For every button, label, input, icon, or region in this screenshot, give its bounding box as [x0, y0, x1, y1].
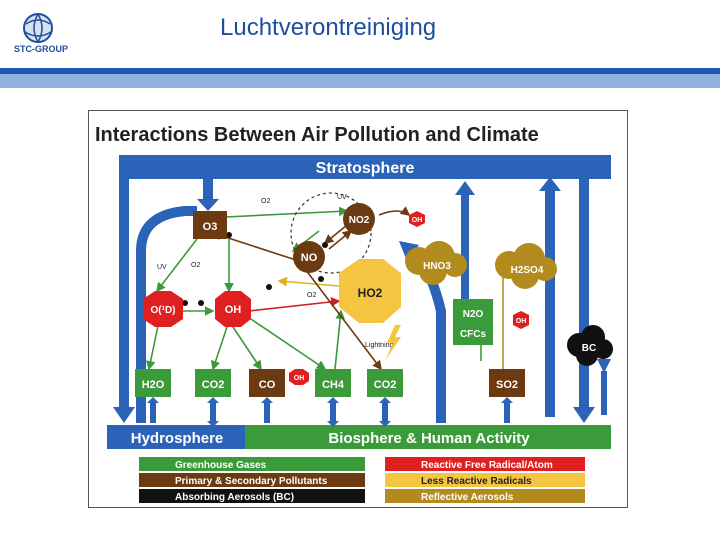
- label-uv-top: UV: [337, 194, 347, 201]
- exchange-arrows: [147, 397, 513, 427]
- node-oh-top-label: OH: [412, 217, 423, 224]
- node-bc: [567, 325, 613, 366]
- node-h2o-label: H2O: [142, 379, 165, 391]
- legend-absorbing: Absorbing Aerosols (BC): [175, 492, 294, 503]
- node-hno3-label: HNO3: [423, 261, 451, 272]
- node-o3: [193, 211, 227, 239]
- legend-reflective: Reflective Aerosols: [421, 492, 514, 503]
- stc-group-logo: STC-GROUP: [8, 8, 88, 58]
- node-oh-top: [409, 211, 425, 227]
- node-ho2: [339, 259, 401, 323]
- hydrosphere-label: Hydrosphere: [131, 430, 224, 447]
- node-co2-a: [195, 369, 231, 397]
- node-no-label: NO: [301, 252, 318, 264]
- no-cycle-outline: [290, 192, 372, 274]
- node-ch4-label: CH4: [322, 379, 345, 391]
- reaction-arrows: [145, 206, 508, 371]
- node-ch4: [315, 369, 351, 397]
- stratosphere-label: Stratosphere: [316, 160, 415, 177]
- globe-icon: [23, 13, 53, 43]
- lightning-icon: [385, 325, 401, 361]
- node-o1d-label: O(¹D): [151, 305, 176, 316]
- page-title: Luchtverontreiniging: [220, 14, 437, 41]
- node-oh-small-label: OH: [294, 375, 305, 382]
- label-o2-left: O2: [191, 262, 200, 269]
- node-co2-b-label: CO2: [374, 379, 397, 391]
- header-bar-light: [0, 74, 720, 88]
- node-co2-b: [367, 369, 403, 397]
- node-oh-mid: [215, 291, 251, 327]
- node-bc-label: BC: [582, 343, 596, 354]
- node-oh-small: [289, 369, 309, 385]
- label-uv-left: UV: [157, 264, 167, 271]
- header-bar: [0, 68, 720, 74]
- node-so2-label: SO2: [496, 379, 518, 391]
- label-lightning: Lightning: [365, 342, 394, 349]
- node-co2-a-label: CO2: [202, 379, 225, 391]
- node-oh-mid-label: OH: [225, 304, 242, 316]
- legend-reactive: Reactive Free Radical/Atom: [421, 460, 553, 471]
- label-o2-top: O2: [261, 198, 270, 205]
- legend: Greenhouse Gases Primary & Secondary Pol…: [139, 457, 585, 503]
- legend-greenhouse: Greenhouse Gases: [175, 460, 267, 471]
- node-co: [249, 369, 285, 397]
- node-cfcs-label: CFCs: [460, 329, 487, 340]
- hydrosphere-bar: [107, 425, 245, 449]
- node-no2: [343, 203, 375, 235]
- node-co-label: CO: [259, 379, 276, 391]
- node-h2o: [135, 369, 171, 397]
- node-oh-right: [513, 311, 529, 329]
- node-hno3: [405, 241, 467, 285]
- stratosphere-bar: [119, 155, 611, 179]
- diagram-title: Interactions Between Air Pollution and C…: [95, 124, 539, 146]
- node-n2o-label: N2O: [463, 309, 484, 320]
- node-ho2-label: HO2: [358, 286, 383, 300]
- node-o3-label: O3: [203, 221, 218, 233]
- biosphere-bar: [245, 425, 611, 449]
- climate-diagram: Interactions Between Air Pollution and C…: [88, 110, 628, 508]
- node-so2: [489, 369, 525, 397]
- label-o2-mid: O2: [307, 292, 316, 299]
- node-h2so4-label: H2SO4: [511, 265, 544, 276]
- node-oh-right-label: OH: [516, 318, 527, 325]
- legend-primary: Primary & Secondary Pollutants: [175, 476, 328, 487]
- node-n2o-cfcs: [453, 299, 493, 345]
- logo-text: STC-GROUP: [14, 44, 68, 54]
- legend-less-reactive: Less Reactive Radicals: [421, 476, 532, 487]
- node-o1d: [143, 291, 183, 327]
- biosphere-label: Biosphere & Human Activity: [328, 430, 530, 447]
- node-no: [293, 241, 325, 273]
- node-h2so4: [495, 243, 557, 289]
- node-no2-label: NO2: [349, 215, 370, 226]
